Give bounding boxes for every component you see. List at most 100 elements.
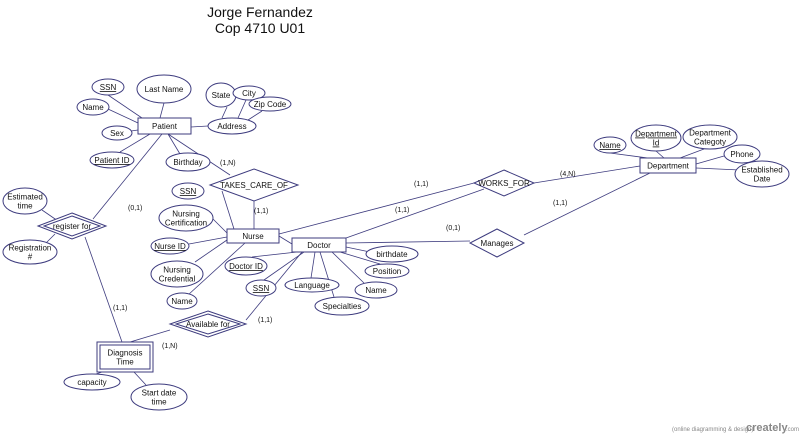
attribute-diag-capacity-label: capacity — [77, 378, 106, 387]
entity-patient-label: Patient — [152, 122, 178, 131]
attribute-dept-category-label-2: Categoty — [694, 138, 726, 147]
attribute-address-zip-label: Zip Code — [254, 100, 287, 109]
attribute-patient-last-name[interactable]: Last Name — [136, 74, 192, 104]
attribute-patient-id[interactable]: Patient ID — [89, 151, 135, 169]
entity-doctor[interactable]: Doctor — [291, 237, 347, 253]
attribute-nurse-id[interactable]: Nurse ID — [150, 237, 190, 255]
attribute-patient-sex[interactable]: Sex — [101, 125, 133, 141]
cardinality-labels: (1,N)(1,1)(1,1)(1,1)(4,N)(0,1)(1,1)(0,1)… — [113, 160, 576, 350]
attribute-dept-established-label-2: Date — [754, 175, 771, 184]
attribute-doctor-position-label: Position — [373, 267, 401, 276]
attribute-patient-address-ellipse — [207, 117, 257, 135]
connector-line — [523, 172, 651, 236]
connector-line — [345, 188, 485, 239]
card-diag-register: (1,1) — [113, 305, 127, 312]
attribute-patient-name[interactable]: Name — [76, 98, 110, 116]
attribute-patient-birthday-ellipse — [165, 152, 211, 172]
entity-department[interactable]: Department — [639, 157, 697, 174]
attribute-doctor-ssn-ellipse — [245, 279, 277, 297]
attribute-reg-estimated-time-label-1: Estimated — [7, 193, 43, 202]
attribute-patient-last-name-label: Last Name — [145, 85, 184, 94]
connector-line — [133, 371, 147, 386]
connector-line — [533, 165, 641, 184]
attribute-dept-established-ellipse — [734, 160, 790, 188]
attribute-reg-number[interactable]: Registration# — [2, 239, 58, 265]
attribute-patient-address-label: Address — [217, 122, 246, 131]
attribute-nurse-name[interactable]: Name — [166, 292, 198, 310]
attribute-dept-established-label-1: Established — [741, 166, 782, 175]
attribute-reg-number-label-2: # — [28, 253, 33, 262]
attribute-address-city[interactable]: City — [232, 85, 266, 101]
attribute-patient-address[interactable]: Address — [207, 117, 257, 135]
connector-line — [278, 182, 475, 235]
watermark: (online diagramming & design) creately .… — [672, 422, 799, 434]
attribute-doctor-ssn[interactable]: SSN — [245, 279, 277, 297]
relationship-available-for[interactable]: Available for — [168, 310, 248, 338]
attribute-nurse-credential-ellipse — [150, 260, 204, 288]
card-nurse-works: (1,1) — [395, 207, 409, 214]
attribute-patient-id-label: Patient ID — [94, 156, 129, 165]
attribute-reg-number-label-1: Registration — [9, 244, 52, 253]
attribute-address-zip[interactable]: Zip Code — [248, 96, 292, 112]
card-doctor-manages: (0,1) — [446, 225, 460, 232]
attribute-diag-capacity[interactable]: capacity — [63, 373, 121, 391]
diagram-author: Jorge Fernandez — [207, 4, 313, 20]
attribute-doctor-specialties[interactable]: Specialties — [314, 296, 370, 316]
connector-line — [92, 133, 163, 220]
relationship-works-for[interactable]: WORKS_FOR — [472, 169, 536, 197]
connector-line — [278, 235, 293, 245]
entity-patient[interactable]: Patient — [137, 117, 192, 135]
relationship-takes-care-of-label: TAKES_CARE_OF — [220, 181, 288, 190]
attribute-doctor-position-ellipse — [364, 263, 410, 279]
attribute-nurse-ssn-label: SSN — [180, 187, 197, 196]
attribute-doctor-id[interactable]: Doctor ID — [224, 256, 268, 276]
attribute-nurse-ssn[interactable]: SSN — [171, 182, 205, 200]
attribute-diag-capacity-ellipse — [63, 373, 121, 391]
attribute-diag-start-ellipse — [130, 383, 188, 411]
attribute-doctor-name[interactable]: Name — [354, 281, 398, 299]
attribute-doctor-name-ellipse — [354, 281, 398, 299]
relationship-takes-care-of[interactable]: TAKES_CARE_OF — [208, 168, 300, 202]
attribute-nurse-id-label: Nurse ID — [154, 242, 186, 251]
connector-line — [695, 167, 741, 171]
diagram-course: Cop 4710 U01 — [214, 20, 306, 36]
attribute-address-city-ellipse — [232, 85, 266, 101]
attribute-nurse-id-ellipse — [150, 237, 190, 255]
card-patient-takes: (1,N) — [220, 160, 236, 167]
connector-line — [339, 251, 381, 265]
attribute-diag-start-label-1: Start date — [142, 389, 177, 398]
attribute-dept-name-ellipse — [593, 136, 627, 154]
relationship-manages-label: Manages — [481, 239, 514, 248]
connector-line — [221, 106, 228, 119]
attribute-patient-birthday[interactable]: Birthday — [165, 152, 211, 172]
connector-line — [167, 133, 181, 155]
connector-line — [695, 155, 725, 165]
entity-doctor-label: Doctor — [307, 241, 331, 250]
attribute-dept-phone[interactable]: Phone — [723, 144, 761, 164]
attribute-dept-category-ellipse — [682, 124, 738, 150]
attribute-dept-category-label-1: Department — [689, 129, 732, 138]
attribute-doctor-language-ellipse — [284, 277, 340, 293]
attribute-patient-ssn[interactable]: SSN — [91, 78, 125, 96]
attribute-dept-name[interactable]: Name — [593, 136, 627, 154]
attribute-address-zip-ellipse — [248, 96, 292, 112]
attribute-doctor-position[interactable]: Position — [364, 263, 410, 279]
attribute-patient-id-ellipse — [89, 151, 135, 169]
attribute-address-state[interactable]: State — [205, 82, 237, 108]
entity-nurse[interactable]: Nurse — [226, 228, 280, 244]
relationship-register-for[interactable]: register for — [36, 212, 108, 240]
attribute-nurse-name-ellipse — [166, 292, 198, 310]
attribute-reg-estimated-time-label-2: time — [17, 202, 33, 211]
attribute-doctor-birthdate[interactable]: birthdate — [365, 245, 419, 263]
entity-department-box — [639, 157, 697, 174]
attribute-doctor-language[interactable]: Language — [284, 277, 340, 293]
relationship-manages[interactable]: Manages — [468, 228, 526, 258]
